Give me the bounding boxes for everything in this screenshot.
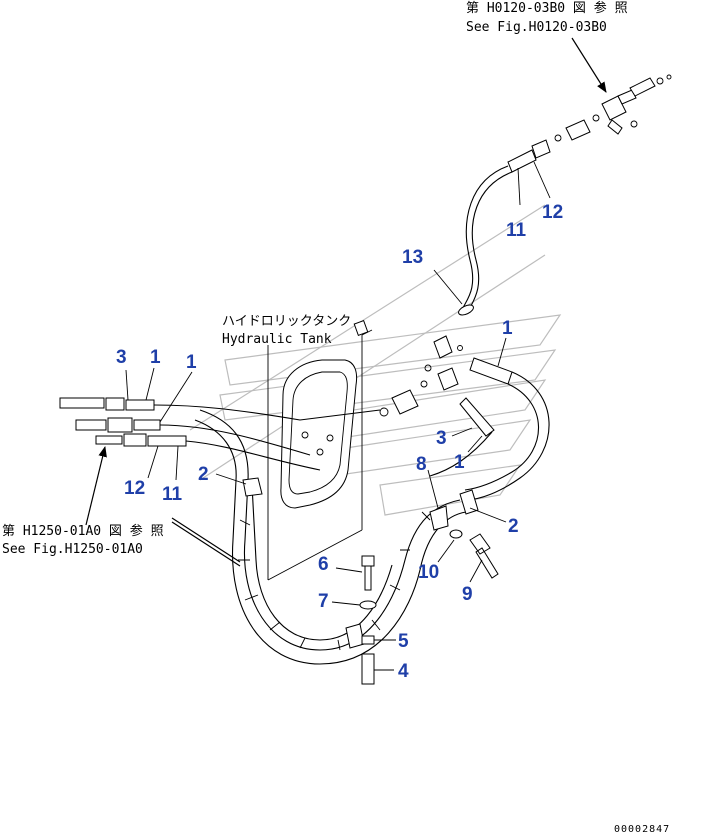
callout-1-left-b: 1 — [186, 352, 197, 373]
callout-4: 4 — [398, 661, 409, 682]
callout-11-left: 11 — [162, 484, 183, 505]
top-ref-jp: 第 H0120-03B0 図 参 照 — [466, 0, 628, 16]
callout-2-left: 2 — [198, 464, 209, 485]
left-ref-jp: 第 H1250-01A0 図 参 照 — [2, 523, 164, 539]
callout-12-top: 12 — [542, 202, 563, 223]
tank-label-jp: ハイドロリックタンク — [222, 314, 351, 329]
callout-8: 8 — [416, 454, 427, 475]
callout-13: 13 — [402, 247, 423, 268]
tank-fittings — [379, 335, 463, 417]
left-ref-en: See Fig.H1250-01A0 — [2, 542, 143, 557]
callout-1-right-top: 1 — [502, 318, 513, 339]
callout-1-left-a: 1 — [150, 347, 161, 368]
callout-12-left: 12 — [124, 478, 145, 499]
right-hose-assembly — [429, 357, 550, 501]
callout-6: 6 — [318, 554, 329, 575]
drawing-code: 00002847 — [614, 824, 670, 835]
hydraulic-tank — [267, 320, 373, 581]
bolt-6 — [361, 555, 375, 591]
callout-3-left: 3 — [116, 347, 127, 368]
left-hose-assembly — [59, 397, 381, 471]
main-return-hose — [194, 409, 479, 665]
callout-10: 10 — [418, 562, 439, 583]
leader-lines — [125, 161, 551, 671]
callout-1-right-mid: 1 — [454, 452, 465, 473]
top-ref-en: See Fig.H0120-03B0 — [466, 20, 607, 35]
callout-5: 5 — [398, 631, 409, 652]
top-hose-assembly — [458, 149, 537, 316]
watermark-logo — [189, 204, 562, 516]
nut-5 — [361, 635, 375, 645]
clamp-strap — [171, 517, 241, 563]
washer-7 — [359, 600, 377, 610]
callout-7: 7 — [318, 591, 329, 612]
callout-9: 9 — [462, 584, 473, 605]
callout-11-top: 11 — [506, 220, 527, 241]
callout-3-right: 3 — [436, 428, 447, 449]
top-tee-fitting — [531, 74, 672, 159]
top-ref-arrow — [571, 37, 607, 93]
bracket — [429, 505, 449, 531]
washer-10 — [449, 529, 463, 539]
bolt-9 — [469, 533, 499, 579]
callout-2-right: 2 — [508, 516, 519, 537]
spacer-4 — [361, 653, 375, 685]
callout-numbers: 12 11 13 1 3 1 8 2 10 9 6 7 5 4 3 1 1 2 … — [116, 202, 563, 682]
left-ref-arrow — [85, 445, 107, 526]
tank-label-en: Hydraulic Tank — [222, 332, 332, 347]
